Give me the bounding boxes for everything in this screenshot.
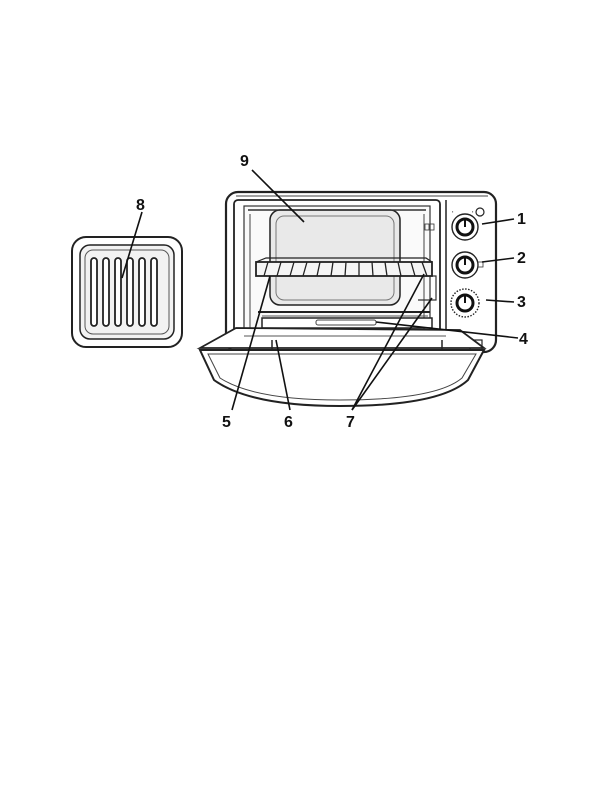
crumb-tray — [262, 318, 432, 328]
callout-6: 6 — [284, 414, 293, 431]
callout-5: 5 — [222, 414, 231, 431]
callout-9: 9 — [240, 153, 249, 170]
callout-4: 4 — [519, 331, 528, 348]
callout-7: 7 — [346, 414, 355, 431]
power-light-icon — [476, 208, 484, 216]
callout-2: 2 — [517, 250, 526, 267]
callout-8: 8 — [136, 197, 145, 214]
oven-door — [200, 328, 484, 406]
callout-1: 1 — [517, 211, 526, 228]
baking-tray — [72, 237, 182, 347]
timer-knob[interactable] — [451, 289, 479, 317]
callout-3: 3 — [517, 294, 526, 311]
